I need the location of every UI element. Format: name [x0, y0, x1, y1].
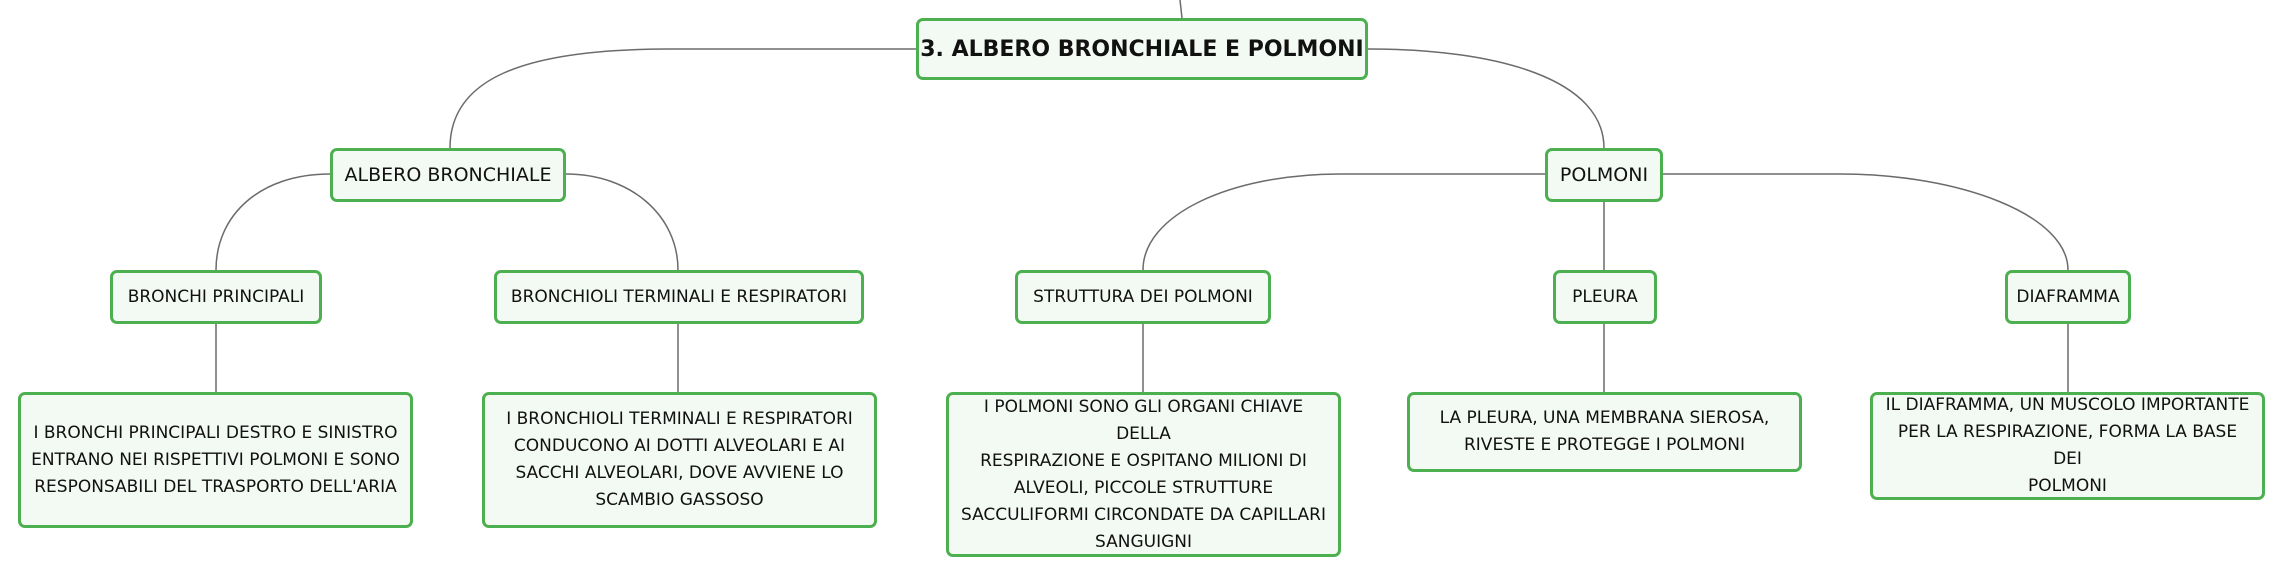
detail-line: POLMONI — [2028, 476, 2107, 496]
detail-line: I BRONCHI PRINCIPALI DESTRO E SINISTRO — [33, 422, 398, 443]
connector-root-albero — [449, 48, 916, 149]
root-node[interactable]: 3. ALBERO BRONCHIALE E POLMONI — [916, 18, 1368, 80]
detail-line: SACCULIFORMI CIRCONDATE DA CAPILLARI — [961, 504, 1326, 525]
detail-struttura-polmoni[interactable]: I POLMONI SONO GLI ORGANI CHIAVE DELLA R… — [946, 392, 1341, 557]
connector-root-polmoni — [1367, 48, 1605, 149]
node-polmoni[interactable]: POLMONI — [1545, 148, 1663, 202]
node-diaframma[interactable]: DIAFRAMMA — [2005, 270, 2131, 324]
connector-albero-bronchioli — [565, 173, 679, 271]
node-struttura-polmoni[interactable]: STRUTTURA DEI POLMONI — [1015, 270, 1271, 324]
detail-line: I BRONCHIOLI TERMINALI E RESPIRATORI — [506, 409, 853, 429]
detail-line: I POLMONI SONO GLI ORGANI CHIAVE DELLA — [983, 396, 1304, 444]
detail-line: RESPONSABILI DEL TRASPORTO DELL'ARIA — [34, 476, 397, 497]
node-albero-bronchiale[interactable]: ALBERO BRONCHIALE — [330, 148, 566, 202]
connector-incoming — [1179, 0, 1183, 19]
connector-polmoni-diaframma — [1663, 173, 2069, 271]
detail-line: LA PLEURA, UNA MEMBRANA SIEROSA, — [1439, 408, 1770, 428]
detail-line: ENTRANO NEI RISPETTIVI POLMONI E SONO — [31, 449, 400, 470]
detail-diaframma[interactable]: IL DIAFRAMMA, UN MUSCOLO IMPORTANTE PER … — [1870, 392, 2265, 500]
detail-line: SACCHI ALVEOLARI, DOVE AVVIENE LO — [515, 463, 844, 483]
detail-line: RIVESTE E PROTEGGE I POLMONI — [1463, 435, 1746, 455]
node-bronchi-principali[interactable]: BRONCHI PRINCIPALI — [110, 270, 322, 324]
detail-pleura[interactable]: LA PLEURA, UNA MEMBRANA SIEROSA, RIVESTE… — [1407, 392, 1802, 472]
detail-line: ALVEOLI, PICCOLE STRUTTURE — [1013, 477, 1274, 498]
detail-line: SANGUIGNI — [1095, 531, 1192, 552]
detail-bronchioli[interactable]: I BRONCHIOLI TERMINALI E RESPIRATORI CON… — [482, 392, 877, 528]
detail-line: PER LA RESPIRAZIONE, FORMA LA BASE DEI — [1897, 422, 2238, 469]
connector-albero-bronchi — [215, 173, 331, 271]
detail-line: SCAMBIO GASSOSO — [595, 490, 764, 510]
detail-line: CONDUCONO AI DOTTI ALVEOLARI E AI — [513, 436, 846, 456]
detail-line: RESPIRAZIONE E OSPITANO MILIONI DI — [980, 450, 1307, 471]
node-bronchioli[interactable]: BRONCHIOLI TERMINALI E RESPIRATORI — [494, 270, 864, 324]
connector-polmoni-struttura — [1142, 173, 1545, 271]
detail-bronchi-principali[interactable]: I BRONCHI PRINCIPALI DESTRO E SINISTRO E… — [18, 392, 413, 528]
detail-line: IL DIAFRAMMA, UN MUSCOLO IMPORTANTE — [1885, 395, 2250, 415]
node-pleura[interactable]: PLEURA — [1553, 270, 1657, 324]
